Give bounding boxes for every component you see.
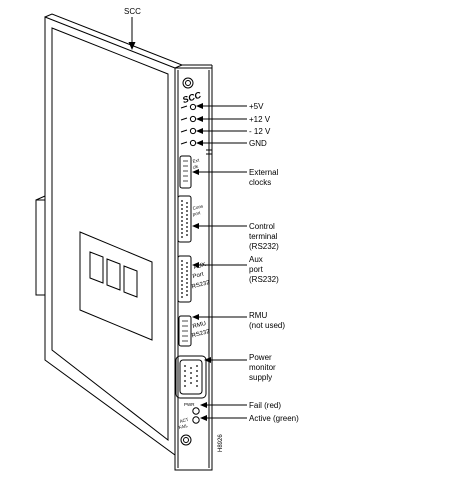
callout-aux-1: Aux [249,255,263,264]
callout-aux-2: port [249,265,264,274]
ext-clk-port-label-1: Ext [192,157,200,164]
callout-external-clocks-1: External [249,168,279,177]
callout-12v: +12 V [249,115,271,124]
top-label-callout: SCC [124,7,141,50]
console-port-label-1: Cons [192,203,204,211]
console-port-label-2: port [192,210,202,217]
top-label: SCC [124,7,141,16]
rear-connector [35,195,46,296]
rmu-port-label-1: RMU [192,321,207,330]
figure-id: H8926 [218,434,224,452]
active-led-icon [192,416,200,424]
test-points [180,103,197,147]
bottom-screw-icon [180,434,192,446]
aux-port-label-3: RS232 [191,280,211,291]
callout-5v: +5V [249,102,264,111]
callout-control-1: Control [249,222,275,231]
callout-leaders [192,103,247,421]
callout-rmu-1: RMU [249,311,267,320]
power-monitor-port: PWR [175,355,207,407]
callout-power-1: Power [249,353,272,362]
callout-aux-3: (RS232) [249,275,279,284]
top-screw-icon [182,77,194,89]
callout-fail: Fail (red) [249,401,281,410]
pwr-port-label: PWR [184,402,195,407]
circuit-board [44,13,184,456]
fail-led-icon [192,407,200,415]
callout-texts: +5V +12 V - 12 V GND External clocks Con… [249,102,299,423]
callout-rmu-2: (not used) [249,321,285,330]
callout-power-2: monitor [249,363,276,372]
chip-cluster [79,231,153,341]
external-clocks-port: Ext clk [179,155,200,189]
ext-clk-port-label-2: clk [192,164,199,170]
aux-port: AUX Port RS232 [177,255,211,303]
rmu-port-label-2: RS232 [191,329,211,340]
callout-active: Active (green) [249,414,299,423]
aux-port-label-2: Port [192,271,205,280]
callout-neg12v: - 12 V [249,127,271,136]
callout-gnd: GND [249,139,267,148]
led-label-act: ACT [179,417,189,424]
callout-control-2: terminal [249,232,278,241]
faceplate-label: SCC [181,90,203,106]
callout-external-clocks-2: clocks [249,178,271,187]
status-leds: ACT FAIL [178,407,200,430]
aux-port-label-1: AUX [193,262,206,271]
rmu-port: RMU RS232 [178,315,211,347]
led-label-fail: FAIL [178,423,189,430]
callout-power-3: supply [249,373,272,382]
control-terminal-port: Cons port [177,195,204,243]
callout-control-3: (RS232) [249,242,279,251]
